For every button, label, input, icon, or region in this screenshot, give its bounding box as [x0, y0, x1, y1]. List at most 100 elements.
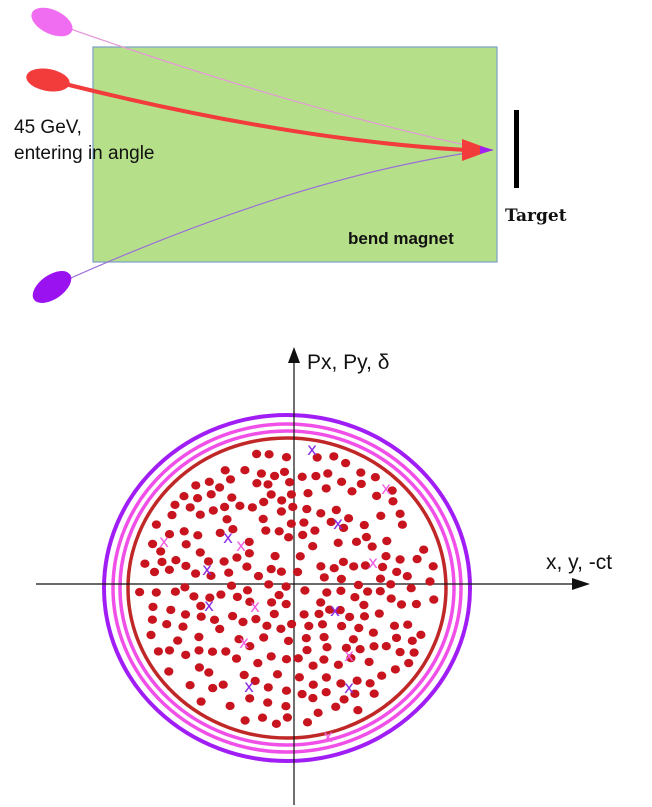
particle-dot	[302, 718, 313, 727]
particle-dot	[219, 557, 229, 566]
particle-dot	[274, 590, 284, 600]
bend-magnet-schematic: 45 GeV, entering in angle bend magnet Ta…	[14, 7, 567, 303]
particle-dot	[164, 667, 174, 676]
particle-dot	[299, 610, 309, 619]
y-axis-label: Px, Py, δ	[307, 351, 389, 374]
particle-dot	[170, 587, 180, 596]
particle-dot	[276, 567, 286, 576]
particle-dot	[336, 574, 346, 584]
particle-dot	[344, 514, 354, 523]
particle-dot	[266, 490, 276, 499]
particle-marker: x	[204, 596, 214, 616]
particle-marker: x	[381, 479, 391, 499]
particle-dot	[375, 574, 386, 583]
particle-dot	[180, 583, 190, 592]
particle-dot	[264, 450, 274, 459]
particle-dot	[390, 665, 400, 674]
middle-ring-1	[111, 422, 463, 754]
particle-dot	[262, 621, 272, 630]
particle-dot	[216, 590, 226, 599]
particle-dot	[242, 562, 252, 571]
particle-dot	[376, 511, 386, 520]
particle-dot	[185, 681, 195, 690]
pink-beam-source	[31, 7, 73, 37]
particle-dot	[221, 647, 231, 656]
particle-dot	[148, 539, 158, 549]
particle-dot	[429, 595, 439, 604]
particle-dot	[244, 537, 254, 547]
particle-dot	[281, 655, 292, 664]
purple-beam-source	[32, 271, 72, 303]
particle-dot	[238, 617, 248, 627]
particle-dot	[339, 695, 349, 704]
particle-dot	[395, 555, 405, 564]
particle-dot	[208, 683, 218, 693]
particle-dot	[226, 581, 237, 590]
particle-marker: x	[202, 560, 212, 580]
particle-dot	[353, 706, 363, 715]
particle-dot	[406, 584, 416, 593]
particle-marker: x	[344, 646, 354, 666]
particle-dot	[156, 547, 166, 556]
particle-dot	[227, 493, 237, 502]
particle-dot	[178, 622, 188, 631]
particle-marker: x	[330, 601, 340, 621]
particle-dot	[339, 523, 349, 533]
particle-dot	[245, 597, 255, 606]
particle-dot	[308, 693, 318, 703]
particle-dot	[295, 552, 305, 561]
particle-dot	[360, 561, 370, 570]
particle-dot	[311, 471, 321, 481]
target-label: Target	[505, 206, 567, 226]
particle-dot	[196, 601, 206, 611]
particle-dot	[359, 520, 369, 530]
particle-dot	[359, 612, 370, 621]
particle-dot	[140, 559, 150, 568]
particle-dot	[391, 633, 402, 643]
particle-dot	[370, 473, 380, 482]
inner-ring	[126, 436, 448, 740]
particle-dot	[151, 588, 161, 597]
particle-dot	[323, 469, 333, 478]
particle-dot	[170, 500, 180, 509]
particle-dot	[351, 537, 362, 546]
particle-dot	[302, 504, 312, 514]
particle-dot	[282, 713, 292, 722]
particle-dot	[389, 621, 400, 630]
particle-dot	[350, 593, 360, 602]
particle-dot	[367, 542, 377, 551]
particle-dot	[314, 609, 324, 619]
particle-dot	[322, 588, 332, 597]
particle-dot	[164, 530, 175, 539]
particle-dot	[181, 650, 191, 660]
particle-dot	[222, 515, 232, 524]
particle-dot	[317, 620, 328, 629]
particle-dot	[181, 540, 191, 549]
particle-marker: x	[333, 514, 343, 534]
particle-dot	[207, 647, 218, 656]
particle-dot	[297, 689, 307, 699]
particle-dot	[194, 646, 204, 655]
particle-dot	[356, 479, 366, 489]
particle-dot	[267, 598, 277, 607]
particle-dot	[193, 531, 203, 540]
particle-dot	[353, 580, 363, 590]
particle-dot	[326, 517, 336, 527]
particle-dot	[419, 545, 429, 554]
particle-dot	[171, 556, 181, 565]
particle-dot	[209, 615, 220, 624]
particle-dot	[195, 548, 205, 557]
y-axis-arrowhead	[288, 347, 300, 363]
particle-marker: x	[307, 440, 317, 460]
middle-ring-2	[118, 429, 456, 747]
bend-magnet-box	[92, 46, 498, 263]
particle-dot	[235, 501, 245, 510]
particle-dot	[364, 657, 374, 667]
particle-dot	[349, 562, 359, 571]
particle-dot	[308, 542, 318, 551]
particle-dot	[194, 632, 204, 642]
beam-energy-label: 45 GeV,	[14, 117, 82, 138]
particle-dot	[147, 615, 157, 624]
particle-dot	[252, 449, 262, 459]
particle-dot	[263, 683, 273, 692]
